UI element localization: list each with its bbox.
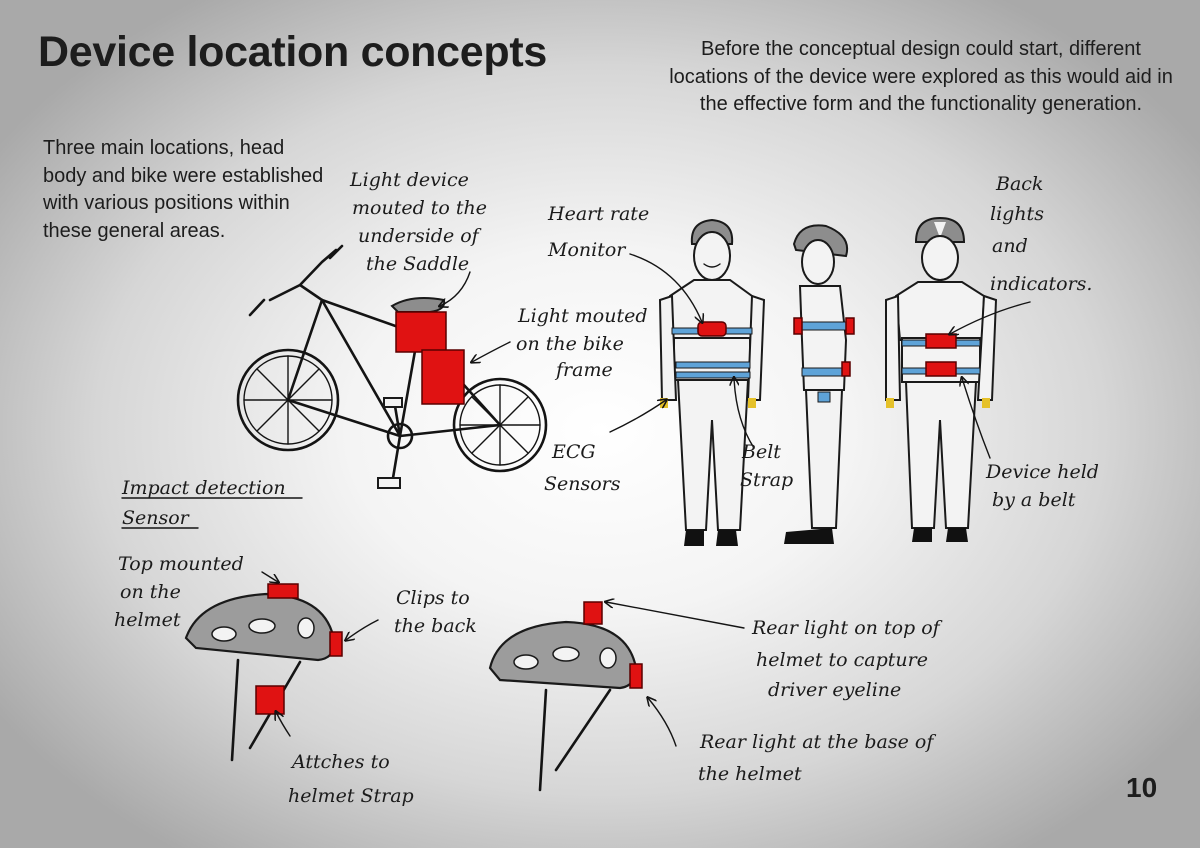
label-saddle-1: Light device xyxy=(349,169,469,191)
rear-base-light xyxy=(629,663,643,689)
label-rearbase-1: Rear light at the base of xyxy=(699,731,936,753)
label-ecg-1: ECG xyxy=(551,441,596,463)
label-heart-1: Heart rate xyxy=(547,203,649,225)
handwritten-labels: Light device mouted to the underside of … xyxy=(114,169,1099,807)
bicycle-sketch xyxy=(236,244,548,489)
label-belt-2: Strap xyxy=(740,469,793,491)
label-saddle-4: the Saddle xyxy=(366,253,469,275)
label-reartop-1: Rear light on top of xyxy=(751,617,943,639)
back-clip-sensor xyxy=(329,631,343,657)
label-top-3: helmet xyxy=(114,609,181,631)
page-number: 10 xyxy=(1126,772,1158,803)
back-light-device xyxy=(925,333,957,349)
label-top-1: Top mounted xyxy=(118,553,244,575)
label-clips-2: the back xyxy=(394,615,477,637)
label-heart-2: Monitor xyxy=(547,239,627,261)
label-saddle-2: mouted to the xyxy=(352,197,487,219)
label-reartop-3: driver eyeline xyxy=(768,679,901,701)
annotation-arrows xyxy=(121,253,1031,747)
label-frame-2: on the bike xyxy=(516,333,624,355)
label-attach-2: helmet Strap xyxy=(288,785,414,807)
label-frame-1: Light mouted xyxy=(517,305,648,327)
rider-front-figure xyxy=(658,218,766,546)
label-frame-3: frame xyxy=(554,359,613,381)
helmet-sketch-two xyxy=(488,601,643,792)
intro-paragraph: Before the conceptual design could start… xyxy=(669,38,1173,115)
saddle-light-device xyxy=(395,311,447,353)
label-impact-1: Impact detection xyxy=(121,477,286,499)
label-saddle-3: underside of xyxy=(358,225,482,247)
label-back-2: lights xyxy=(990,203,1044,225)
rider-side-figure xyxy=(784,224,855,544)
label-top-2: on the xyxy=(120,581,181,603)
frame-light-device xyxy=(421,349,465,405)
label-rearbase-2: the helmet xyxy=(698,763,802,785)
label-impact-2: Sensor xyxy=(122,507,191,529)
heart-rate-monitor-device xyxy=(697,321,727,337)
rider-back-figure xyxy=(885,216,998,542)
label-back-3: and xyxy=(992,235,1028,257)
page-title: Device location concepts xyxy=(38,28,547,76)
strap-sensor xyxy=(255,685,285,715)
summary-paragraph: Three main locations, head body and bike… xyxy=(43,137,324,242)
label-clips-1: Clips to xyxy=(396,587,470,609)
label-device-2: by a belt xyxy=(992,489,1076,511)
helmet-sketch-one xyxy=(184,583,343,762)
label-belt-1: Belt xyxy=(741,441,781,463)
label-back-1: Back xyxy=(995,173,1043,195)
label-attach-1: Attches to xyxy=(290,751,390,773)
label-back-4: indicators. xyxy=(990,273,1092,295)
rear-top-light xyxy=(583,601,603,625)
label-device-1: Device held xyxy=(985,461,1099,483)
label-ecg-2: Sensors xyxy=(544,473,621,495)
top-mounted-sensor xyxy=(267,583,299,599)
belt-device xyxy=(925,361,957,377)
label-reartop-2: helmet to capture xyxy=(756,649,928,671)
